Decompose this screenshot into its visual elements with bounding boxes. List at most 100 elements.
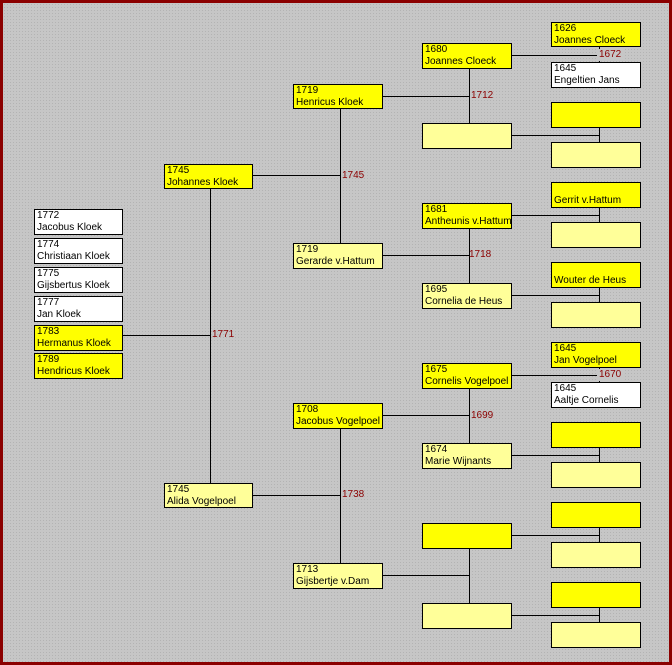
person-name: Henricus Kloek [296, 97, 364, 108]
connector-line [511, 535, 599, 536]
person-name: Joannes Cloeck [425, 56, 497, 67]
person-year: 1745 [167, 165, 190, 176]
person-box[interactable]: 1675 Cornelis Vogelpoel [422, 363, 512, 389]
marriage-year: 1712 [471, 90, 494, 101]
marriage-year: 1771 [212, 329, 235, 340]
person-box[interactable]: Wouter de Heus [551, 262, 641, 288]
person-name: Gijsbertje v.Dam [296, 576, 370, 587]
person-box-empty[interactable] [551, 622, 641, 648]
person-year: 1774 [37, 239, 60, 250]
person-box-empty[interactable] [551, 542, 641, 568]
person-box-empty[interactable] [422, 123, 512, 149]
connector-line [511, 455, 599, 456]
person-name: Jan Vogelpoel [554, 355, 617, 366]
person-box[interactable]: 1645 Engeltien Jans [551, 62, 641, 88]
person-box-empty[interactable] [551, 102, 641, 128]
person-year: 1713 [296, 564, 319, 575]
connector-line [469, 228, 470, 283]
person-box[interactable]: 1772 Jacobus Kloek [34, 209, 123, 235]
connector-line [511, 375, 599, 376]
person-box[interactable]: 1745 Johannes Kloek [164, 164, 253, 189]
person-box-empty[interactable] [551, 302, 641, 328]
person-name: Jan Kloek [37, 309, 81, 320]
connector-line [511, 615, 599, 616]
person-year: 1772 [37, 210, 60, 221]
person-name: Alida Vogelpoel [167, 496, 236, 507]
connector-line [382, 415, 469, 416]
person-box-empty[interactable] [422, 523, 512, 549]
connector-line [469, 388, 470, 443]
person-year: 1645 [554, 383, 577, 394]
connector-line [599, 447, 600, 463]
connector-line [599, 207, 600, 223]
person-name: Hendricus Kloek [37, 366, 110, 377]
person-name: Cornelis Vogelpoel [425, 376, 509, 387]
marriage-year: 1738 [342, 489, 365, 500]
person-box[interactable]: 1774 Christiaan Kloek [34, 238, 123, 264]
person-box-empty[interactable] [551, 422, 641, 448]
marriage-year: 1670 [597, 369, 624, 381]
person-name: Hermanus Kloek [37, 338, 111, 349]
person-year: 1626 [554, 23, 577, 34]
person-name: Jacobus Kloek [37, 222, 103, 233]
connector-line [382, 255, 469, 256]
person-box[interactable]: 1719 Henricus Kloek [293, 84, 383, 109]
person-box[interactable]: 1674 Marie Wijnants [422, 443, 512, 469]
person-box-empty[interactable] [551, 142, 641, 168]
marriage-year: 1718 [469, 249, 492, 260]
person-year: 1775 [37, 268, 60, 279]
person-box[interactable]: 1695 Cornelia de Heus [422, 283, 512, 309]
person-year: 1708 [296, 404, 319, 415]
person-box[interactable]: 1708 Jacobus Vogelpoel [293, 403, 383, 429]
person-name: Johannes Kloek [167, 177, 239, 188]
person-year: 1645 [554, 63, 577, 74]
person-box[interactable]: 1645 Jan Vogelpoel [551, 342, 641, 368]
person-box[interactable]: 1719 Gerarde v.Hattum [293, 243, 383, 269]
connector-line [511, 295, 599, 296]
connector-line [599, 527, 600, 543]
person-year: 1680 [425, 44, 448, 55]
person-box-empty[interactable] [551, 222, 641, 248]
person-box-empty[interactable] [551, 462, 641, 488]
connector-line [469, 68, 470, 123]
person-box-empty[interactable] [551, 582, 641, 608]
person-box[interactable]: 1626 Joannes Cloeck [551, 22, 641, 47]
person-name: Gijsbertus Kloek [37, 280, 110, 291]
person-name: Aaltje Cornelis [554, 395, 619, 406]
person-box[interactable]: 1645 Aaltje Cornelis [551, 382, 641, 408]
person-box[interactable]: 1713 Gijsbertje v.Dam [293, 563, 383, 589]
person-box[interactable]: 1783 Hermanus Kloek [34, 325, 123, 351]
person-name: Jacobus Vogelpoel [296, 416, 380, 427]
person-name: Gerrit v.Hattum [554, 195, 622, 206]
connector-line [382, 96, 469, 97]
person-box[interactable]: 1775 Gijsbertus Kloek [34, 267, 123, 293]
person-year: 1674 [425, 444, 448, 455]
connector-line [252, 175, 340, 176]
person-box[interactable]: 1789 Hendricus Kloek [34, 353, 123, 379]
person-box[interactable]: Gerrit v.Hattum [551, 182, 641, 208]
person-box[interactable]: 1680 Joannes Cloeck [422, 43, 512, 69]
connector-line [340, 428, 341, 564]
connector-line [599, 127, 600, 143]
person-year: 1789 [37, 354, 60, 365]
person-name: Cornelia de Heus [425, 296, 503, 307]
marriage-year: 1745 [342, 170, 365, 181]
person-year: 1719 [296, 85, 319, 96]
person-name: Joannes Cloeck [554, 35, 626, 46]
person-name: Gerarde v.Hattum [296, 256, 375, 267]
person-year: 1645 [554, 343, 577, 354]
connector-line [599, 287, 600, 303]
person-box[interactable]: 1745 Alida Vogelpoel [164, 483, 253, 508]
connector-line [252, 495, 340, 496]
person-name: Antheunis v.Hattum [425, 216, 512, 227]
person-box[interactable]: 1777 Jan Kloek [34, 296, 123, 322]
person-name: Marie Wijnants [425, 456, 492, 467]
person-box-empty[interactable] [551, 502, 641, 528]
person-box[interactable]: 1681 Antheunis v.Hattum [422, 203, 512, 229]
person-year: 1719 [296, 244, 319, 255]
connector-line [382, 575, 469, 576]
person-year: 1695 [425, 284, 448, 295]
person-year: 1681 [425, 204, 448, 215]
person-box-empty[interactable] [422, 603, 512, 629]
